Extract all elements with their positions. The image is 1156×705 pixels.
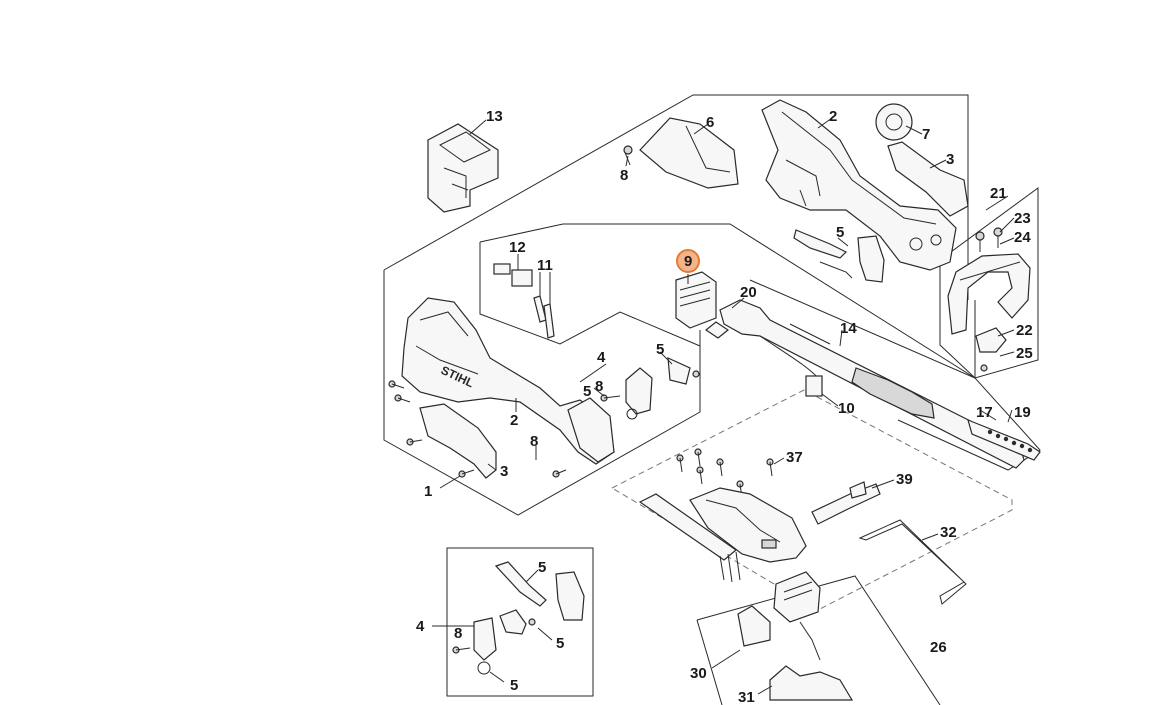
- callout-8-kit[interactable]: 8: [454, 625, 462, 642]
- callout-21[interactable]: 21: [990, 185, 1007, 202]
- guard-plate-part: [737, 605, 771, 647]
- cable-part: [759, 335, 823, 397]
- dashed-connection-frame: [611, 389, 1013, 611]
- callout-17[interactable]: 17: [976, 404, 993, 421]
- lower-housing-half-part: [567, 397, 615, 463]
- upper-housing-half-part: [761, 99, 957, 271]
- wire-guard-part: [858, 519, 967, 605]
- handle-screw-part: [975, 227, 1003, 252]
- callout-8-top[interactable]: 8: [620, 167, 628, 184]
- callout-4-kit[interactable]: 4: [416, 618, 425, 635]
- callout-22[interactable]: 22: [1016, 322, 1033, 339]
- callout-6[interactable]: 6: [706, 114, 714, 131]
- guard-bracket-part: [811, 481, 881, 525]
- callout-31[interactable]: 31: [738, 689, 755, 705]
- switch-module-part: [493, 258, 533, 287]
- battery-cover-part: [427, 123, 499, 213]
- callout-8-lower[interactable]: 8: [530, 433, 538, 450]
- handle-kit-parts: [452, 561, 585, 675]
- callout-20[interactable]: 20: [740, 284, 757, 301]
- motor-head-part: [773, 571, 821, 661]
- lower-shaft-tube-part: [638, 493, 741, 583]
- main-assembly-frame: [383, 94, 976, 516]
- callout-4-main[interactable]: 4: [597, 349, 606, 366]
- callout-14[interactable]: 14: [840, 320, 857, 337]
- callout-19[interactable]: 19: [1014, 404, 1031, 421]
- callout-30[interactable]: 30: [690, 665, 707, 682]
- callout-10[interactable]: 10: [838, 400, 855, 417]
- decal-plate-part: [967, 418, 1041, 461]
- callout-3-lower[interactable]: 3: [500, 463, 508, 480]
- callout-5-kit-mid[interactable]: 5: [556, 635, 564, 652]
- leader-lines: [432, 117, 1015, 695]
- deflector-part: [769, 665, 854, 701]
- top-flap-part: [639, 117, 739, 189]
- callout-26[interactable]: 26: [930, 639, 947, 656]
- callout-5-kit-top[interactable]: 5: [538, 559, 546, 576]
- shaft-part: [719, 299, 1025, 469]
- callout-5-kit-bottom[interactable]: 5: [510, 677, 518, 694]
- trigger-guard-part: [419, 403, 497, 479]
- callout-5-spring[interactable]: 5: [583, 383, 591, 400]
- callout-37[interactable]: 37: [786, 449, 803, 466]
- callout-5-top[interactable]: 5: [836, 224, 844, 241]
- callout-3-top[interactable]: 3: [946, 151, 954, 168]
- callout-9[interactable]: 9: [684, 253, 692, 270]
- trigger-latch-part: [793, 229, 885, 283]
- callout-1[interactable]: 1: [424, 483, 432, 500]
- callout-2-lower[interactable]: 2: [510, 412, 518, 429]
- callout-7[interactable]: 7: [922, 126, 930, 143]
- callout-13[interactable]: 13: [486, 108, 503, 125]
- callout-labels: 13 6 2 7 3 8 21 23 24 5 12 11 9 20 14 22…: [416, 108, 1033, 705]
- ring-seal-part: [875, 103, 913, 141]
- housing-screws-part: [388, 380, 567, 478]
- highlight-marker-9[interactable]: [676, 249, 700, 273]
- handle-kit-frame: [446, 547, 594, 697]
- linkage-strip-part: [887, 141, 969, 217]
- contact-strip-part: [533, 295, 555, 339]
- motor-housing-frame: [696, 575, 941, 705]
- handle-clamp-part: [975, 327, 1007, 372]
- callout-2-top[interactable]: 2: [829, 108, 837, 125]
- bike-handle-part: [947, 253, 1031, 335]
- callout-25[interactable]: 25: [1016, 345, 1033, 362]
- screw-part: [623, 145, 633, 166]
- callout-11[interactable]: 11: [537, 257, 553, 274]
- shaft-assembly-frame: [749, 279, 1041, 471]
- callout-23[interactable]: 23: [1014, 210, 1031, 227]
- motor-cover-part: [689, 487, 807, 563]
- electronic-module-part: [675, 271, 730, 339]
- callout-24[interactable]: 24: [1014, 229, 1031, 246]
- callout-39[interactable]: 39: [896, 471, 913, 488]
- bike-handle-frame: [939, 187, 1039, 379]
- latch-assembly-part: [600, 357, 700, 420]
- callout-12[interactable]: 12: [509, 239, 526, 256]
- callout-5-latch[interactable]: 5: [656, 341, 664, 358]
- mount-screws-part: [676, 448, 774, 499]
- callout-8-latch[interactable]: 8: [595, 378, 603, 395]
- callout-32[interactable]: 32: [940, 524, 957, 541]
